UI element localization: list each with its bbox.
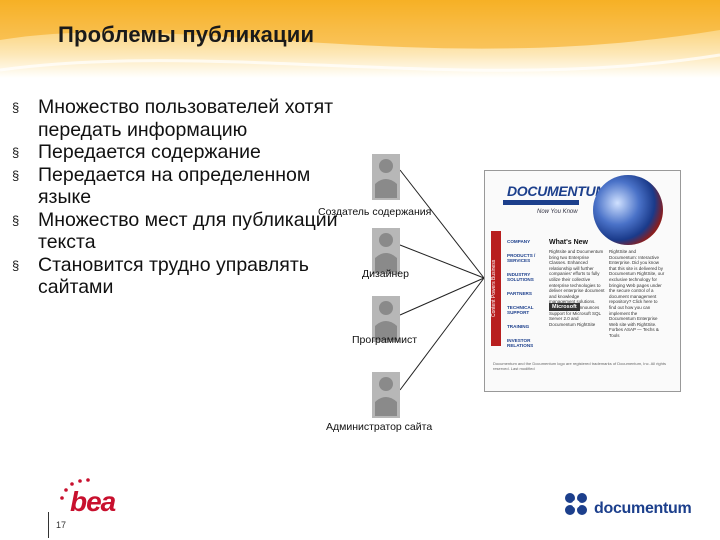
bullet-item: § Множество мест для публикации текста <box>8 209 358 254</box>
role-label-content-creator: Создатель содержания <box>318 206 432 218</box>
header-swoosh <box>0 0 720 72</box>
page-divider <box>48 512 49 538</box>
site-nav-item[interactable]: TRAINING <box>507 324 530 329</box>
site-tagline: Now You Know <box>537 209 578 215</box>
site-nav-item[interactable]: INVESTOR RELATIONS <box>507 338 534 348</box>
side-banner-text: Content Powers Business <box>491 259 497 318</box>
bullet-marker: § <box>12 257 20 273</box>
bullet-marker: § <box>12 145 20 160</box>
news-column-1: Rightsite and Documentum bring two Enter… <box>549 249 605 327</box>
site-nav: COMPANY PRODUCTS / SERVICES INDUSTRY SOL… <box>507 239 545 357</box>
site-nav-item[interactable]: PARTNERS <box>507 291 532 296</box>
person-icon <box>372 154 400 200</box>
whats-new-heading: What's New <box>549 239 589 246</box>
side-banner <box>491 231 501 346</box>
site-nav-item[interactable]: INDUSTRY SOLUTIONS <box>507 272 534 282</box>
page-number: 17 <box>56 520 67 530</box>
website-screenshot: DOCUMENTUM Now You Know Content Powers B… <box>484 170 681 392</box>
site-footer: Documentum and the Documentum logo are r… <box>493 361 666 371</box>
documentum-site-logo: DOCUMENTUM <box>507 183 607 199</box>
person-icon <box>372 372 400 418</box>
bullet-item: § Множество пользователей хотят передать … <box>8 96 358 141</box>
documentum-logo: documentum <box>594 500 692 517</box>
role-label-designer: Дизайнер <box>362 268 409 280</box>
bullet-item: § Передается на определенном языке <box>8 164 328 209</box>
bullet-list: § Множество пользователей хотят передать … <box>8 96 358 299</box>
bea-logo: bea <box>70 486 116 517</box>
bullet-text: Передается содержание <box>38 141 261 163</box>
role-label-site-admin: Администратор сайта <box>326 421 433 433</box>
globe-image <box>593 175 663 245</box>
bullet-text: Становится трудно управлять сайтами <box>38 253 309 299</box>
bullet-marker: § <box>12 212 20 228</box>
bullet-item: § Становится трудно управлять сайтами <box>8 254 358 299</box>
bullet-marker: § <box>12 167 20 183</box>
site-nav-item[interactable]: TECHNICAL SUPPORT <box>507 305 534 315</box>
slide-title: Проблемы публикации <box>58 22 315 47</box>
microsoft-logo: Microsoft <box>549 303 580 311</box>
news-column-2: RightSite and Documentum: Interactive En… <box>609 249 665 338</box>
site-nav-item[interactable]: COMPANY <box>507 239 531 244</box>
site-nav-item[interactable]: PRODUCTS / SERVICES <box>507 253 536 263</box>
logo-underline <box>503 200 579 205</box>
role-label-programmer: Программист <box>352 334 418 346</box>
bullet-text: Передается на определенном языке <box>38 163 311 209</box>
bullet-text: Множество пользователей хотят передать и… <box>38 96 334 141</box>
person-icon <box>372 228 400 274</box>
bullet-item: § Передается содержание <box>8 141 358 164</box>
bullet-marker: § <box>12 100 20 115</box>
documentum-logo-icon <box>565 493 587 515</box>
bullet-text: Множество мест для публикации текста <box>38 208 338 254</box>
person-icon <box>372 296 400 342</box>
bea-logo-icon <box>60 478 90 500</box>
